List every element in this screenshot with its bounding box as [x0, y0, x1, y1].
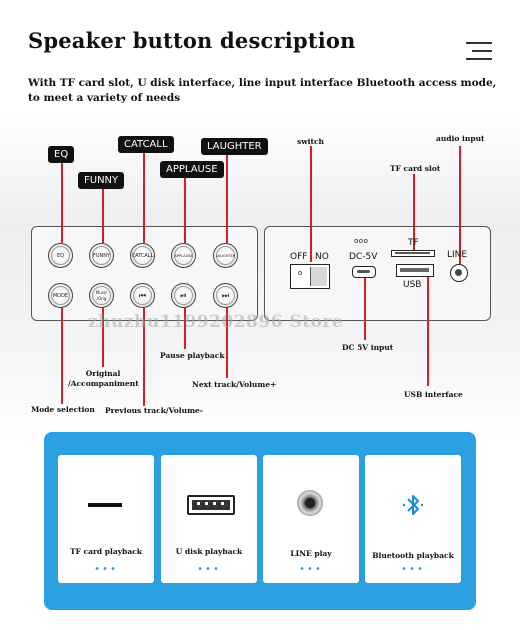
audio-jack-icon [297, 490, 323, 516]
card-caption: U disk playback [175, 547, 243, 556]
callout-line-eq [61, 163, 63, 243]
applause-button[interactable]: APPLAUSE [171, 243, 196, 268]
line-jack[interactable] [450, 264, 468, 282]
funny-button[interactable]: FUNNY [89, 243, 114, 268]
dc-label: DC-5V [349, 252, 378, 262]
dots-indicator: ••• [197, 564, 221, 575]
tag-funny: FUNNY [78, 172, 125, 189]
dots-indicator: ••• [401, 564, 425, 575]
callout-line-switch [310, 146, 312, 262]
card-tf-playback: TF card playback ••• [58, 455, 154, 583]
switch-on-label: NO [315, 252, 329, 262]
menu-icon[interactable] [466, 42, 492, 60]
callout-line-next [226, 307, 228, 378]
label-tf-card-slot: TF card slot [390, 164, 441, 173]
label-next-track: Next track/Volume+ [192, 380, 277, 389]
tag-applause: APPLAUSE [160, 161, 224, 178]
callout-line-audio [459, 146, 461, 264]
tag-laughter: LAUGHTER [201, 138, 268, 155]
callout-line-dc [364, 276, 366, 340]
card-usb-playback: U disk playback ••• [161, 455, 257, 583]
play-pause-icon: ⏯ [174, 286, 193, 305]
usb-port-icon [187, 495, 235, 515]
bluetooth-icon [402, 495, 424, 515]
callout-line-funny [102, 189, 104, 243]
label-original: Original [85, 369, 121, 378]
label-accompaniment: /Accompaniment [68, 379, 139, 388]
card-caption: LINE play [290, 549, 332, 558]
tag-catcall: CATCALL [118, 136, 174, 153]
dc-port[interactable] [352, 266, 376, 278]
page-subtitle: With TF card slot, U disk interface, lin… [28, 77, 497, 104]
pause-play-button[interactable]: ⏯ [171, 283, 196, 308]
switch-dot: o [298, 269, 303, 277]
tf-label: TF [408, 238, 419, 248]
line-label: LINE [447, 250, 468, 260]
tag-eq: EQ [48, 146, 75, 163]
eq-button[interactable]: EQ [48, 243, 73, 268]
label-mode-selection: Mode selection [31, 405, 95, 414]
tf-slot-icon [88, 503, 122, 507]
label-dc-input: DC 5V input [342, 343, 394, 352]
callout-line-tf [413, 174, 415, 254]
switch-off-label: OFF [290, 252, 308, 262]
card-bluetooth-playback: Bluetooth playback ••• [365, 455, 461, 583]
catcall-button[interactable]: CATCALL [130, 243, 155, 268]
callout-line-mode [61, 307, 63, 404]
callout-line-applause [184, 178, 186, 243]
card-caption: TF card playback [70, 547, 142, 556]
dots-indicator: ••• [299, 564, 323, 575]
next-icon: ⏭ [216, 286, 235, 305]
next-track-button[interactable]: ⏭ [213, 283, 238, 308]
usb-port[interactable] [396, 264, 434, 277]
mode-button[interactable]: MODE [48, 283, 73, 308]
music-original-button[interactable]: Music /Orig [89, 283, 114, 308]
dc-led-icon: ooo [354, 237, 369, 245]
tf-card-slot[interactable] [391, 250, 435, 257]
previous-track-button[interactable]: ⏮ [130, 283, 155, 308]
label-audio-input: audio input [436, 134, 485, 143]
label-pause-playback: Pause playback [160, 351, 225, 360]
label-switch: switch [297, 137, 325, 146]
page-title: Speaker button description [28, 28, 356, 53]
callout-line-pause [184, 307, 186, 349]
dots-indicator: ••• [94, 564, 118, 575]
callout-line-previous [143, 307, 145, 406]
store-watermark: zhuzhu1199202896 Store [88, 312, 344, 332]
label-previous-track: Previous track/Volume- [105, 406, 203, 415]
card-line-play: LINE play ••• [263, 455, 359, 583]
callout-line-original [102, 307, 104, 367]
power-switch[interactable]: o [290, 264, 330, 289]
label-usb-interface: USB interface [404, 390, 463, 399]
card-caption: Bluetooth playback [372, 551, 454, 560]
callout-line-laughter [226, 155, 228, 243]
laughter-button[interactable]: LAUGHTER [213, 243, 238, 268]
callout-line-usb [427, 276, 429, 386]
previous-icon: ⏮ [133, 286, 152, 305]
usb-label: USB [403, 280, 422, 290]
callout-line-catcall [143, 153, 145, 243]
